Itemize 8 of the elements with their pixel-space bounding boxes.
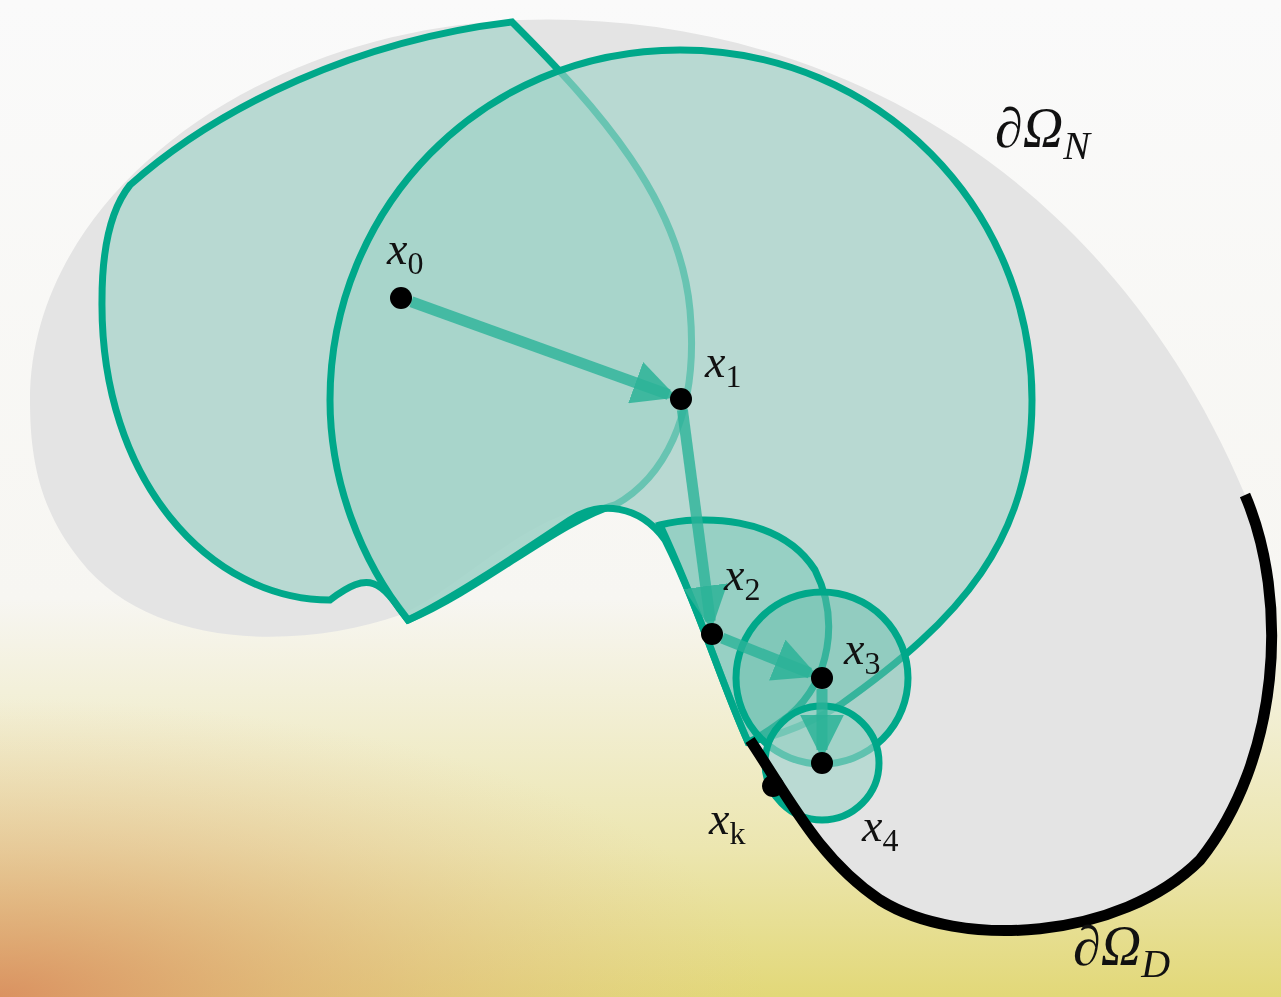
point-label: x$_{4}$ xyxy=(862,803,899,857)
boundary-label: ∂Ω$_{D}$ xyxy=(1073,918,1171,985)
point-label: x$_{1}$ xyxy=(705,339,742,393)
point-label: x$_{3}$ xyxy=(844,626,881,680)
point-label: x$_{0}$ xyxy=(387,226,424,280)
boundary-label: ∂Ω$_{N}$ xyxy=(995,100,1090,167)
point-label: x$_{k}$ xyxy=(709,796,746,850)
point-label: x$_{2}$ xyxy=(724,552,761,606)
